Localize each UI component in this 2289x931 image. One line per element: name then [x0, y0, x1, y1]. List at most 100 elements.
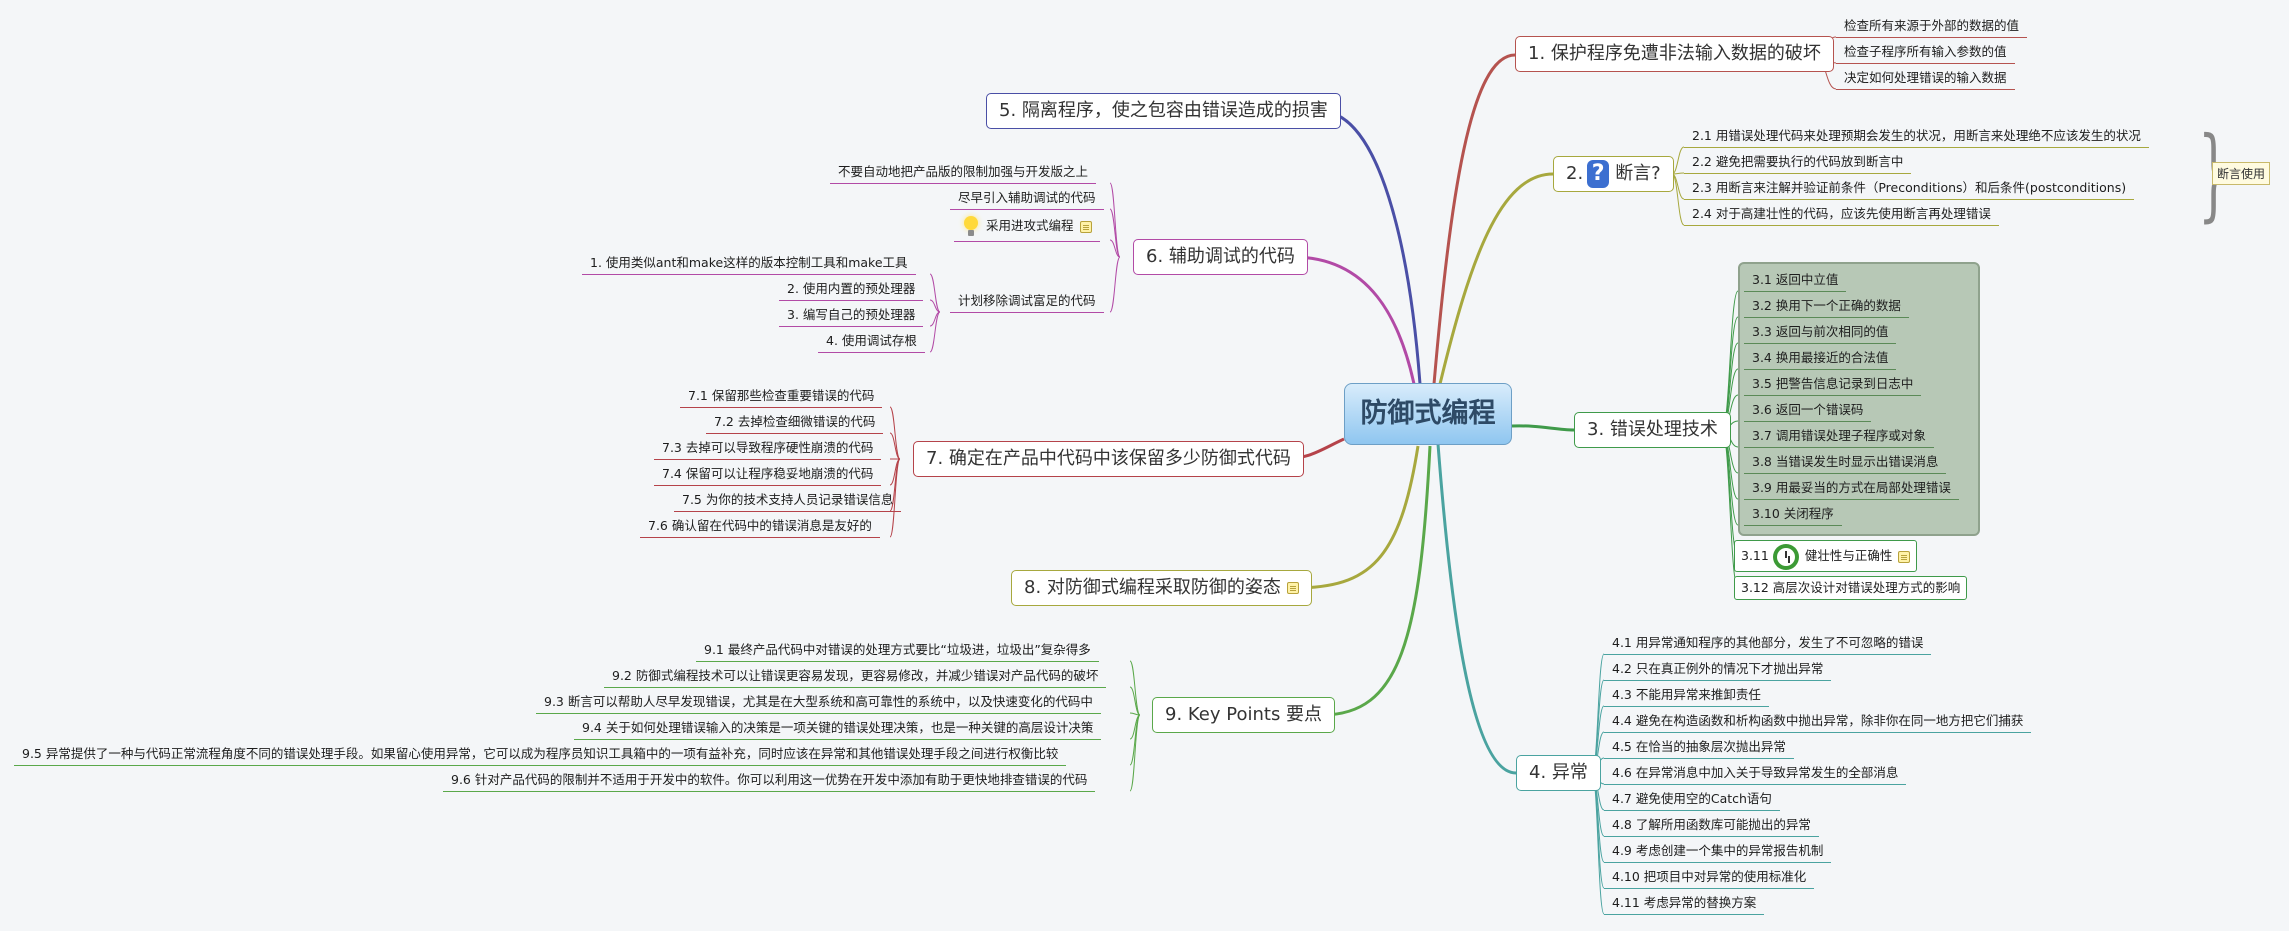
edge-b2-child — [1671, 146, 1685, 175]
edge-b7-child — [889, 406, 901, 460]
b7-item[interactable]: 7.1 保留那些检查重要错误的代码 — [680, 384, 883, 408]
edge-b6-child — [1109, 256, 1121, 313]
b3-item[interactable]: 3.12 高层次设计对错误处理方式的影响 — [1734, 576, 1968, 600]
note-icon[interactable] — [1898, 550, 1911, 563]
branch-5-topic[interactable]: 5. 隔离程序，使之包容由错误造成的损害 — [986, 93, 1341, 129]
edge-b6-subchild — [929, 299, 941, 313]
edge-b2-child — [1671, 173, 1685, 200]
b3-item[interactable]: 3.10 关闭程序 — [1744, 502, 1842, 526]
branch-9-topic[interactable]: 9. Key Points 要点 — [1152, 697, 1336, 733]
b3-boundary — [1738, 262, 1980, 536]
edge-b6-child — [1109, 182, 1121, 258]
edge-branch-1 — [1432, 53, 1516, 385]
edge-b2-child — [1671, 173, 1685, 226]
b2-item[interactable]: 2.1 用错误处理代码来处理预期会发生的状况，用断言来处理绝不应该发生的状况 — [1684, 124, 2149, 148]
b4-item[interactable]: 4.3 不能用异常来推卸责任 — [1604, 683, 1769, 707]
b3-item-robustness[interactable]: 3.11 健壮性与正确性 — [1734, 540, 1918, 572]
edge-b6-subchild — [929, 311, 941, 353]
b1-item[interactable]: 检查所有来源于外部的数据的值 — [1836, 14, 2028, 38]
edge-branch-9 — [1321, 445, 1432, 717]
b4-item[interactable]: 4.9 考虑创建一个集中的异常报告机制 — [1604, 839, 1832, 863]
b2-item[interactable]: 2.3 用断言来注解并验证前条件（Preconditions）和后条件(post… — [1684, 176, 2135, 200]
branch-8-topic[interactable]: 8. 对防御式编程采取防御的姿态 — [1011, 570, 1312, 606]
b3-item[interactable]: 3.8 当错误发生时显示出错误消息 — [1744, 450, 1947, 474]
b7-item[interactable]: 7.5 为你的技术支持人员记录错误信息 — [674, 488, 902, 512]
edge-b9-child — [1129, 686, 1141, 716]
edge-b6-child — [1109, 239, 1121, 258]
note-icon[interactable] — [1079, 220, 1092, 233]
branch-2-label: 断言? — [1615, 163, 1661, 184]
b6-item[interactable]: 计划移除调试富足的代码 — [950, 289, 1104, 313]
edge-branch-2 — [1438, 172, 1554, 385]
branch-3-topic[interactable]: 3. 错误处理技术 — [1574, 412, 1731, 448]
edge-b3-child — [1721, 290, 1739, 431]
b9-item[interactable]: 9.2 防御式编程技术可以让错误更容易发现，更容易修改，并减少错误对产品代码的破… — [604, 664, 1107, 688]
summary-label[interactable]: 断言使用 — [2212, 162, 2271, 185]
branch-6-topic[interactable]: 6. 辅助调试的代码 — [1133, 239, 1308, 275]
b4-item[interactable]: 4.7 避免使用空的Catch语句 — [1604, 787, 1780, 811]
edge-branch-4 — [1436, 443, 1517, 775]
b3-item[interactable]: 3.4 换用最接近的合法值 — [1744, 346, 1897, 370]
b3-item[interactable]: 3.3 返回与前次相同的值 — [1744, 320, 1897, 344]
b3-item[interactable]: 3.7 调用错误处理子程序或对象 — [1744, 424, 1934, 448]
b6-item[interactable]: 不要自动地把产品版的限制加强与开发版之上 — [830, 160, 1097, 184]
b3-item[interactable]: 3.6 返回一个错误码 — [1744, 398, 1872, 422]
b3-item-number: 3.11 — [1741, 548, 1769, 563]
b9-item[interactable]: 9.1 最终产品代码中对错误的处理方式要比“垃圾进，垃圾出”复杂得多 — [696, 638, 1099, 662]
lightbulb-icon — [962, 215, 980, 238]
b3-item[interactable]: 3.5 把警告信息记录到日志中 — [1744, 372, 1922, 396]
b7-item[interactable]: 7.3 去掉可以导致程序硬性崩溃的代码 — [654, 436, 882, 460]
branch-4-topic[interactable]: 4. 异常 — [1516, 755, 1601, 791]
b3-item[interactable]: 3.9 用最妥当的方式在局部处理错误 — [1744, 476, 1959, 500]
note-icon[interactable] — [1286, 582, 1299, 594]
b3-item[interactable]: 3.1 返回中立值 — [1744, 268, 1847, 292]
b6-subitem[interactable]: 2. 使用内置的预处理器 — [779, 277, 924, 301]
b6-subitem[interactable]: 3. 编写自己的预处理器 — [779, 303, 924, 327]
edge-branch-8 — [1293, 445, 1420, 590]
b3-item[interactable]: 3.2 换用下一个正确的数据 — [1744, 294, 1909, 318]
edge-b9-child — [1129, 660, 1141, 716]
branch-2-number: 2. — [1566, 163, 1584, 184]
edge-b7-child — [889, 458, 901, 538]
b4-item[interactable]: 4.4 避免在构造函数和析构函数中抛出异常，除非你在同一地方把它们捕获 — [1604, 709, 2032, 733]
branch-1-topic[interactable]: 1. 保护程序免遭非法输入数据的破坏 — [1515, 36, 1834, 72]
b6-item-offensive[interactable]: 采用进攻式编程 — [954, 212, 1100, 242]
b6-item[interactable]: 尽早引入辅助调试的代码 — [950, 186, 1104, 210]
b6-subitem[interactable]: 4. 使用调试存根 — [818, 329, 925, 353]
b9-item[interactable]: 9.6 针对产品代码的限制并不适用于开发中的软件。你可以利用这一优势在开发中添加… — [443, 768, 1096, 792]
edge-branch-6 — [1292, 255, 1416, 385]
b6-subitem[interactable]: 1. 使用类似ant和make这样的版本控制工具和make工具 — [582, 251, 916, 275]
b4-item[interactable]: 4.10 把项目中对异常的使用标准化 — [1604, 865, 1815, 889]
edge-b7-child — [889, 432, 901, 460]
b4-item[interactable]: 4.8 了解所用函数库可能抛出的异常 — [1604, 813, 1819, 837]
edge-branch-5 — [1319, 109, 1422, 385]
edge-branch-3 — [1511, 424, 1575, 432]
b1-item[interactable]: 检查子程序所有输入参数的值 — [1836, 40, 2015, 64]
branch-7-topic[interactable]: 7. 确定在产品中代码中该保留多少防御式代码 — [913, 441, 1304, 477]
b9-item[interactable]: 9.5 异常提供了一种与代码正常流程角度不同的错误处理手段。如果留心使用异常，它… — [14, 742, 1067, 766]
b4-item[interactable]: 4.5 在恰当的抽象层次抛出异常 — [1604, 735, 1794, 759]
edge-b6-subchild — [929, 273, 941, 313]
edge-b6-child — [1109, 208, 1121, 258]
edge-b9-child — [1129, 712, 1141, 716]
edge-b9-child — [1129, 714, 1141, 792]
b6-item-label: 采用进攻式编程 — [986, 218, 1074, 233]
branch-2-topic[interactable]: 2.?断言? — [1553, 156, 1674, 192]
root-topic[interactable]: 防御式编程 — [1344, 383, 1512, 445]
question-icon: ? — [1587, 160, 1610, 188]
b1-item[interactable]: 决定如何处理错误的输入数据 — [1836, 66, 2015, 90]
b2-item[interactable]: 2.2 避免把需要执行的代码放到断言中 — [1684, 150, 1912, 174]
b7-item[interactable]: 7.4 保留可以让程序稳妥地崩溃的代码 — [654, 462, 882, 486]
b4-item[interactable]: 4.2 只在真正例外的情况下才抛出异常 — [1604, 657, 1832, 681]
b2-item[interactable]: 2.4 对于高建壮性的代码，应该先使用断言再处理错误 — [1684, 202, 1999, 226]
b7-item[interactable]: 7.6 确认留在代码中的错误消息是友好的 — [640, 514, 880, 538]
b9-item[interactable]: 9.3 断言可以帮助人尽早发现错误，尤其是在大型系统和高可靠性的系统中，以及快速… — [536, 690, 1101, 714]
b4-item[interactable]: 4.1 用异常通知程序的其他部分，发生了不可忽略的错误 — [1604, 631, 1932, 655]
clock-icon — [1772, 543, 1799, 570]
b4-item[interactable]: 4.6 在异常消息中加入关于导致异常发生的全部消息 — [1604, 761, 1907, 785]
b9-item[interactable]: 9.4 关于如何处理错误输入的决策是一项关键的错误处理决策，也是一种关键的高层设… — [574, 716, 1102, 740]
b7-item[interactable]: 7.2 去掉检查细微错误的代码 — [706, 410, 884, 434]
b3-item-label: 健壮性与正确性 — [1804, 548, 1893, 563]
branch-8-label: 8. 对防御式编程采取防御的姿态 — [1024, 577, 1281, 598]
b4-item[interactable]: 4.11 考虑异常的替换方案 — [1604, 891, 1765, 915]
